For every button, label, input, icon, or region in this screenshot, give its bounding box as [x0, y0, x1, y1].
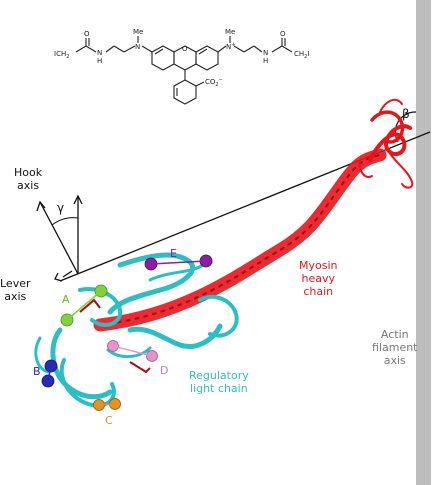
probe-left-group: ICH2 [54, 50, 69, 60]
actin-axis-label-line-1: Actin [380, 328, 409, 341]
lever-axis-label: Lever axis [0, 277, 31, 303]
heavy-chain-label-line-2: heavy [301, 272, 336, 285]
probe-left-nh-h: H [97, 57, 102, 65]
hook-axis-label-line-2: axis [17, 179, 40, 192]
probe-right-nh-h: H [263, 57, 268, 65]
actin-axis-label: Actin filament axis [372, 328, 418, 367]
actin-axis-label-line-2: filament [372, 341, 418, 354]
site-pair-links [47, 260, 207, 406]
heavy-chain-label-line-1: Myosin [299, 259, 338, 272]
actin-filament-axis-bar [416, 0, 431, 485]
site-a-label: A [62, 293, 70, 306]
probe-methyl-left: Me [133, 28, 143, 36]
hook-axis-label: Hook axis [14, 166, 42, 192]
beta-symbol: β [402, 107, 410, 121]
hook-axis-label-line-1: Hook [14, 166, 43, 179]
probe-carboxylate: CO2− [205, 77, 223, 88]
light-chain-label-line-2: light chain [190, 382, 248, 395]
site-e-label: E [170, 247, 177, 260]
lever-axis-label-line-1: Lever [0, 277, 31, 290]
gamma-symbol: γ [57, 201, 65, 215]
actin-axis-label-line-3: axis [383, 354, 406, 367]
heavy-chain-label: Myosin heavy chain [299, 259, 338, 298]
myosin-heavy-chain-ribbon [93, 98, 414, 332]
regulatory-light-chain-ribbon [34, 252, 239, 408]
probe-right-carbonyl-o: O [280, 30, 286, 38]
site-d-label: D [160, 364, 169, 377]
probe-right-group: CH2I [294, 50, 309, 60]
probe-right-nh: N [263, 49, 268, 57]
probe-left-nh: N [97, 49, 102, 57]
rhodamine-probe-structure [75, 36, 293, 105]
heavy-chain-label-line-3: chain [303, 285, 334, 298]
hook-axis-arrows [36, 194, 83, 282]
probe-left-n: N [135, 43, 140, 51]
probe-ring-oxygen: O [182, 45, 188, 53]
light-chain-label-line-1: Regulatory [189, 369, 249, 382]
gamma-angle-arc [51, 217, 79, 226]
probe-structure-atom-labels: ICH2 O N H N Me O N+ Me N H O CH2I CO2− [54, 28, 309, 88]
site-b-label: B [33, 365, 41, 378]
light-chain-label: Regulatory light chain [189, 369, 249, 395]
beta-angle-arc [394, 111, 417, 143]
lever-axis-label-line-2: axis [4, 290, 27, 303]
probe-right-n: N+ [226, 42, 235, 51]
site-c-label: C [105, 414, 113, 427]
probe-methyl-right: Me [225, 28, 235, 36]
probe-left-carbonyl-o: O [84, 30, 90, 38]
